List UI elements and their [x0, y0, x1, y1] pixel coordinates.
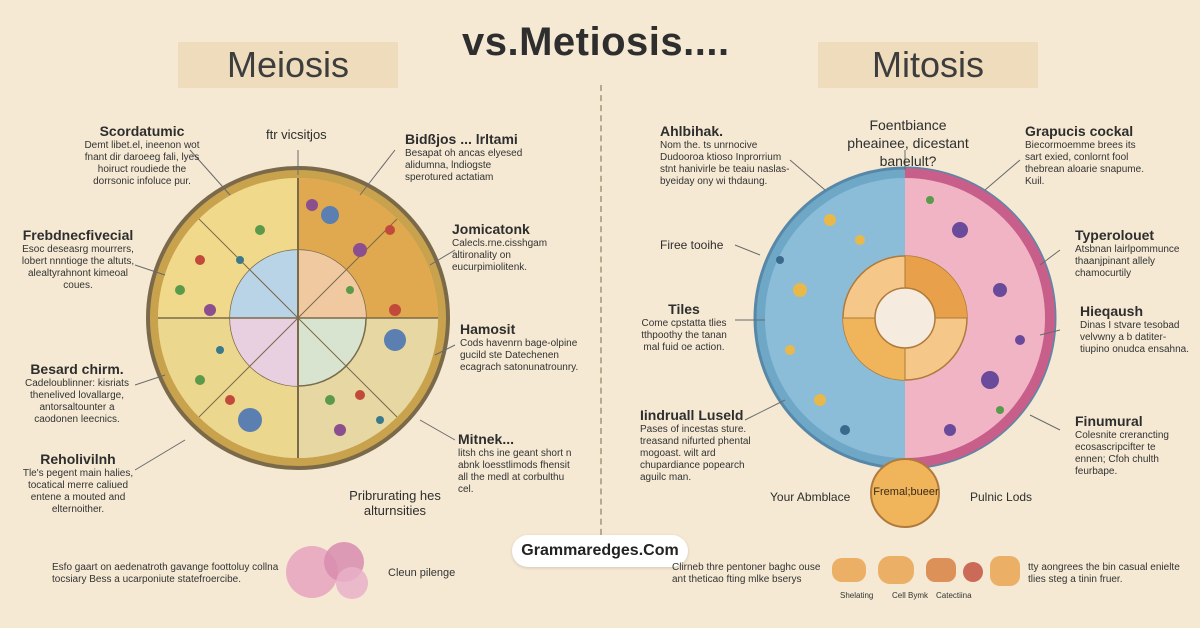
- mitosis-label-6: Tiles Come cpstatta tlies tthpoothy the …: [641, 301, 727, 353]
- meiosis-title: Meiosis: [178, 42, 398, 88]
- mitosis-label-1: Ahlbihak. Nom the. ts unrnocive Dudooroa…: [660, 123, 790, 187]
- meiosis-label-2: ftr vicsitjos: [266, 127, 327, 142]
- mitosis-label-11: Pulnic Lods: [970, 490, 1033, 504]
- mitosis-label-4: Firee tooihe: [660, 238, 724, 252]
- mitosis-label-3: Grapucis cockal Biecormoemme brees its s…: [1025, 123, 1144, 187]
- meiosis-label-8: Mitnek... litsh chs ine geant short n ab…: [458, 431, 572, 495]
- page-title: vs.Metiosis....: [462, 20, 730, 64]
- meiosis-label-9: Reholivilnh Tle's pegent main halies, to…: [22, 451, 134, 515]
- meiosis-label-10: Pribrurating hes alturnsities: [349, 488, 441, 518]
- mitosis-label-10: Your Abmblace: [770, 490, 851, 504]
- footer-icon-label-2: Cell Bymk: [892, 591, 929, 600]
- footer-icon-label-3: Catectiina: [936, 591, 972, 600]
- site-badge[interactable]: Grammaredges.Com: [512, 535, 688, 567]
- footer-right-text-a: Clirneb thre pentoner baghc ouse ant the…: [672, 562, 821, 585]
- meiosis-label-7: Besard chirm. Cadeloublinner: kisriats t…: [25, 361, 129, 425]
- footer-icon-label-1: Shelating: [840, 591, 874, 600]
- mitosis-label-2: Foentbiance pheainee, dicestant banelult…: [847, 117, 969, 169]
- mitosis-label-8: Iindruall Luseld Pases of incestas sture…: [640, 407, 751, 483]
- meiosis-label-3: Bidßjos ... lrltami Besapat oh ancas ely…: [405, 131, 523, 183]
- meiosis-label-5: Jomicatonk Calecls.rne.cisshgam altirona…: [452, 221, 548, 273]
- meiosis-label-4: Frebdnecfivecial Esoc deseasrg mourrers,…: [21, 227, 135, 291]
- mitosis-label-9: Finumural Colesnite crerancting ecosascr…: [1075, 413, 1169, 477]
- footer-cell-cluster-icon: [286, 542, 368, 599]
- mitosis-label-7: Hieqaush Dinas I stvare tesobad velvwny …: [1080, 303, 1189, 355]
- footer-left-label: Cleun pilenge: [388, 567, 456, 579]
- center-bubble-label: Fremal;bueer: [873, 486, 939, 498]
- footer-icons-row: [832, 556, 1020, 586]
- footer-left-text: Esfo gaart on aedenatroth gavange footto…: [52, 562, 279, 585]
- mitosis-label-5: Typerolouet Atsbnan lairlpommunce thaanj…: [1075, 227, 1180, 279]
- footer-right-text-b: tty aongrees the bin casual enielte tlie…: [1028, 562, 1180, 585]
- meiosis-label-1: Scordatumic Demt libet.el, ineenon wot f…: [84, 123, 200, 187]
- mitosis-title: Mitosis: [818, 42, 1038, 88]
- mitosis-cell-diagram: [753, 166, 1057, 528]
- meiosis-cell-diagram: [146, 166, 450, 470]
- meiosis-label-6: Hamosit Cods havenrn bage-olpine gucild …: [460, 321, 579, 373]
- center-divider: [600, 85, 602, 555]
